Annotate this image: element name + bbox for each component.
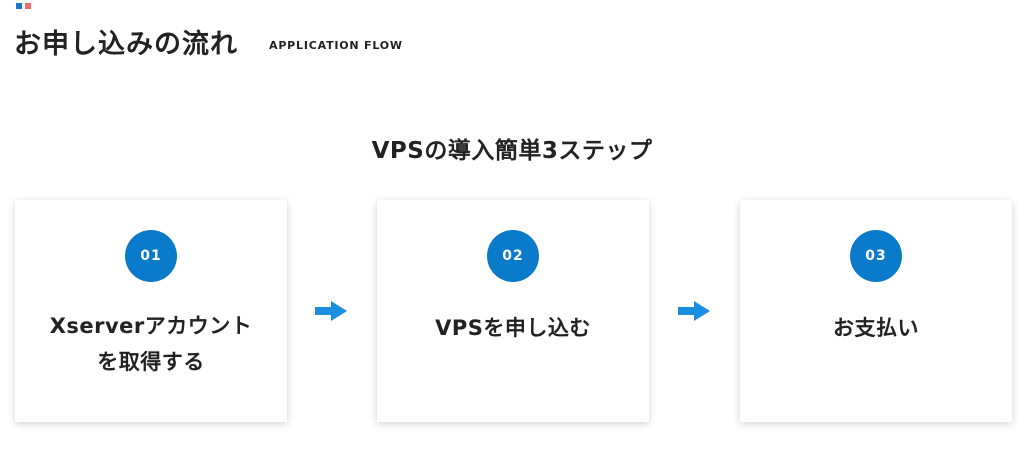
step-label-line: を取得する bbox=[97, 350, 205, 374]
step-card-2: 02 VPSを申し込む bbox=[377, 200, 649, 422]
title-decoration bbox=[16, 3, 31, 9]
step-label: お支払い bbox=[833, 316, 919, 340]
section-title: お申し込みの流れ bbox=[14, 29, 238, 60]
step-number-badge: 02 bbox=[487, 230, 539, 282]
deco-square-red bbox=[25, 3, 31, 9]
section-subtitle: APPLICATION FLOW bbox=[269, 39, 403, 52]
step-number-badge: 01 bbox=[125, 230, 177, 282]
deco-square-blue bbox=[16, 3, 22, 9]
steps-heading: VPSの導入簡単3ステップ bbox=[371, 138, 653, 164]
step-card-3: 03 お支払い bbox=[740, 200, 1012, 422]
arrow-right-icon bbox=[315, 301, 347, 321]
step-label-line: Xserverアカウント bbox=[49, 314, 253, 338]
step-label: VPSを申し込む bbox=[435, 316, 591, 340]
step-card-1: 01 Xserverアカウント を取得する bbox=[15, 200, 287, 422]
arrow-right-icon bbox=[678, 301, 710, 321]
step-label: Xserverアカウント を取得する bbox=[25, 308, 277, 380]
step-number-badge: 03 bbox=[850, 230, 902, 282]
